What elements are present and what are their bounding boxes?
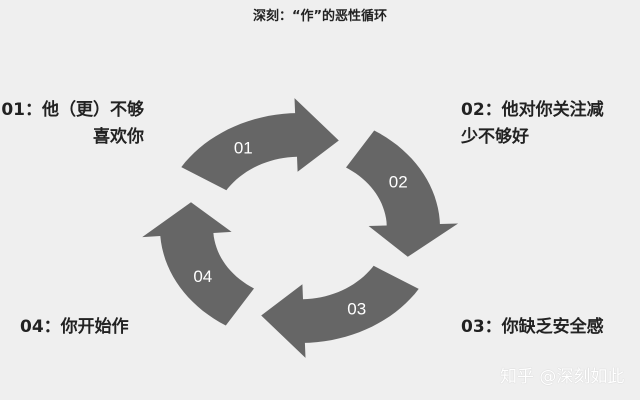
step-02-line2: 少不够好	[461, 127, 529, 147]
step-04-line1: 04：你开始作	[20, 317, 129, 337]
step-03-label: 03：你缺乏安全感	[461, 314, 604, 341]
arrow-number-02: 02	[389, 172, 408, 191]
diagram-title: 深刻：“作”的恶性循环	[252, 9, 388, 24]
cycle-arrow-01	[181, 98, 339, 191]
step-01-label: 01：他（更）不够 喜欢你	[1, 97, 144, 151]
arrow-number-04: 04	[193, 267, 212, 286]
cycle-arrow-03	[261, 265, 419, 358]
step-01-line1: 01：他（更）不够	[1, 100, 144, 120]
step-03-line1: 03：你缺乏安全感	[461, 317, 604, 337]
arrow-number-03: 03	[347, 300, 366, 319]
watermark: 知乎 @深刻如此	[500, 367, 625, 387]
step-02-line1: 02：他对你关注减	[461, 100, 604, 120]
step-02-label: 02：他对你关注减 少不够好	[461, 97, 604, 151]
cycle-arrow-04	[142, 202, 254, 326]
arrow-number-01: 01	[234, 138, 253, 157]
step-04-label: 04：你开始作	[20, 314, 129, 341]
step-01-line2: 喜欢你	[93, 127, 144, 147]
cycle-arrow-02	[346, 130, 459, 257]
